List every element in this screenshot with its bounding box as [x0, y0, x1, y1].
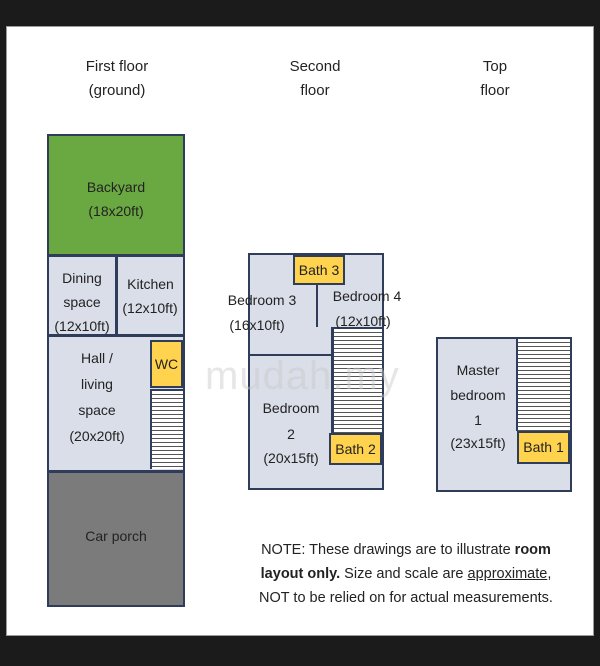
heading-second-line2: floor [300, 82, 330, 99]
bedroom-3-size: (16x10ft) [229, 317, 285, 333]
bedroom-2-label-line1: Bedroom [262, 400, 320, 416]
dining-size: (12x10ft) [54, 318, 110, 334]
second-partition-vertical [316, 285, 318, 327]
backyard: Backyard (18x20ft) [47, 134, 185, 256]
bedroom-2-size: (20x15ft) [263, 450, 319, 466]
master-label-line3: 1 [474, 412, 482, 428]
heading-top-line2: floor [480, 82, 510, 99]
car-porch: Car porch [47, 471, 185, 607]
dining-label-line2: space [63, 294, 101, 310]
note: NOTE: These drawings are to illustrate r… [217, 538, 595, 610]
second-stairs [332, 327, 382, 433]
heading-top-floor: Top floor [445, 55, 545, 103]
master-label-line2: bedroom [450, 387, 506, 403]
heading-first-line2: (ground) [88, 82, 146, 99]
backyard-label: Backyard [86, 179, 146, 195]
hall-label-line3: space [78, 402, 116, 418]
hall-label-line1: Hall / [81, 350, 113, 366]
note-line3: NOT to be relied on for actual measureme… [259, 590, 553, 606]
master-label-line1: Master [456, 362, 500, 378]
bath-3: Bath 3 [293, 255, 345, 285]
bath-2: Bath 2 [329, 433, 382, 465]
dining-space: Dining space (12x10ft) [47, 255, 117, 336]
bedroom-3-label: Bedroom 3 [227, 292, 297, 308]
wc: WC [150, 340, 183, 388]
watermark: mudah.my [205, 354, 400, 398]
kitchen-label: Kitchen [127, 276, 174, 292]
top-stairs [516, 339, 570, 431]
backyard-size: (18x20ft) [88, 203, 144, 219]
note-line1: NOTE: These drawings are to illustrate r… [261, 542, 551, 558]
heading-first-floor: First floor (ground) [67, 55, 167, 103]
heading-second-floor: Second floor [265, 55, 365, 103]
bedroom-2-label-line2: 2 [287, 426, 295, 442]
floorplan-frame: First floor (ground) Second floor Top fl… [6, 26, 594, 636]
car-porch-label: Car porch [85, 528, 147, 544]
bedroom-4-label: Bedroom 4 [332, 288, 402, 304]
second-partition-horizontal [250, 354, 333, 356]
kitchen: Kitchen (12x10ft) [116, 255, 185, 336]
dining-label-line1: Dining [62, 270, 102, 286]
bath-1: Bath 1 [517, 431, 570, 464]
heading-second-line1: Second [289, 58, 341, 75]
hall-label-line2: living [81, 376, 113, 392]
heading-first-line1: First floor [85, 58, 149, 75]
kitchen-size: (12x10ft) [122, 300, 178, 316]
bedroom-4-size: (12x10ft) [335, 313, 391, 329]
hall-size: (20x20ft) [69, 428, 125, 444]
note-line2: layout only. Size and scale are approxim… [260, 566, 552, 582]
heading-top-line1: Top [482, 58, 508, 75]
ground-stairs [150, 389, 183, 469]
master-size: (23x15ft) [450, 435, 506, 451]
